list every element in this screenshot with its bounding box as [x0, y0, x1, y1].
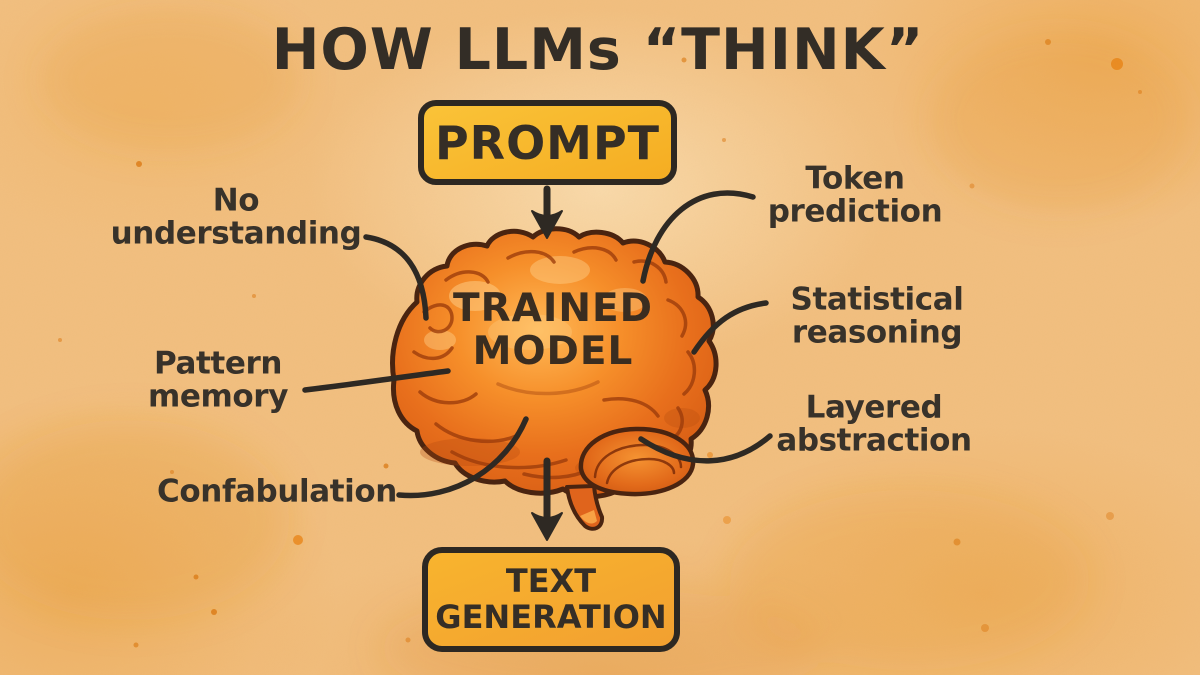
ink-speckles: [58, 39, 1142, 648]
connector-pattern-memory: [302, 368, 451, 393]
connector-confabulation: [396, 416, 529, 499]
connector-lines: [302, 190, 773, 499]
text-generation-node: TEXT GENERATION: [422, 547, 680, 652]
trained-model-label: TRAINED MODEL: [453, 286, 653, 374]
connector-no-understanding: [363, 234, 429, 321]
annotation-no-understanding: No understanding: [110, 182, 362, 252]
arrow-prompt-to-model-icon: [531, 185, 563, 239]
annotation-layered-abstraction: Layered abstraction: [776, 389, 972, 459]
prompt-node: PROMPT: [418, 100, 677, 185]
annotation-statistical-reasoning: Statistical reasoning: [790, 281, 964, 351]
annotation-pattern-memory: Pattern memory: [147, 345, 289, 415]
connector-statistical-reasoning: [691, 300, 769, 355]
brain-icon: [390, 226, 719, 531]
flow-arrows: [531, 185, 563, 541]
connector-token-prediction: [640, 190, 756, 284]
annotation-token-prediction: Token prediction: [767, 160, 943, 230]
connector-layered-abstraction: [638, 433, 773, 464]
annotation-confabulation: Confabulation: [157, 473, 397, 510]
diagram-title: HOW LLMs “THINK”: [271, 17, 925, 83]
arrow-model-to-output-icon: [531, 457, 563, 541]
